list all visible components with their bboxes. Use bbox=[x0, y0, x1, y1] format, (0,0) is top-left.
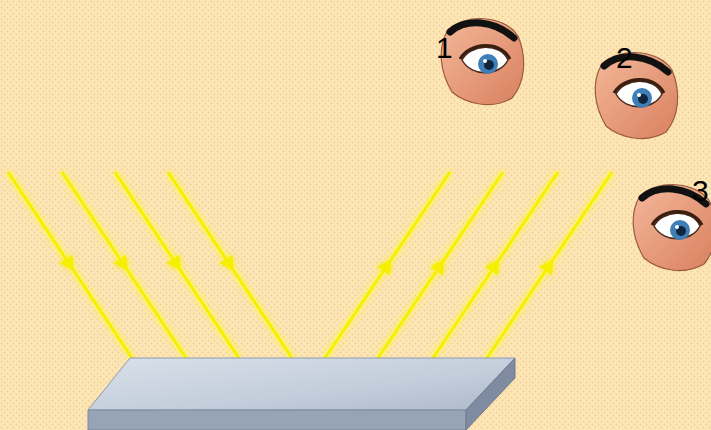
mirror-plate bbox=[88, 358, 515, 430]
incident-ray bbox=[168, 172, 292, 358]
incident-ray bbox=[62, 172, 186, 358]
light-rays bbox=[8, 172, 612, 358]
reflected-ray bbox=[325, 172, 450, 358]
eye bbox=[441, 19, 523, 105]
reflected-ray bbox=[433, 172, 558, 358]
incident-ray bbox=[8, 172, 132, 358]
reflected-ray bbox=[487, 172, 612, 358]
callout-number: 1 bbox=[436, 33, 453, 63]
callout-number: 2 bbox=[616, 43, 633, 73]
reflected-ray bbox=[378, 172, 503, 358]
eye bbox=[595, 53, 677, 139]
callout-number: 3 bbox=[692, 176, 709, 206]
incident-ray bbox=[115, 172, 239, 358]
